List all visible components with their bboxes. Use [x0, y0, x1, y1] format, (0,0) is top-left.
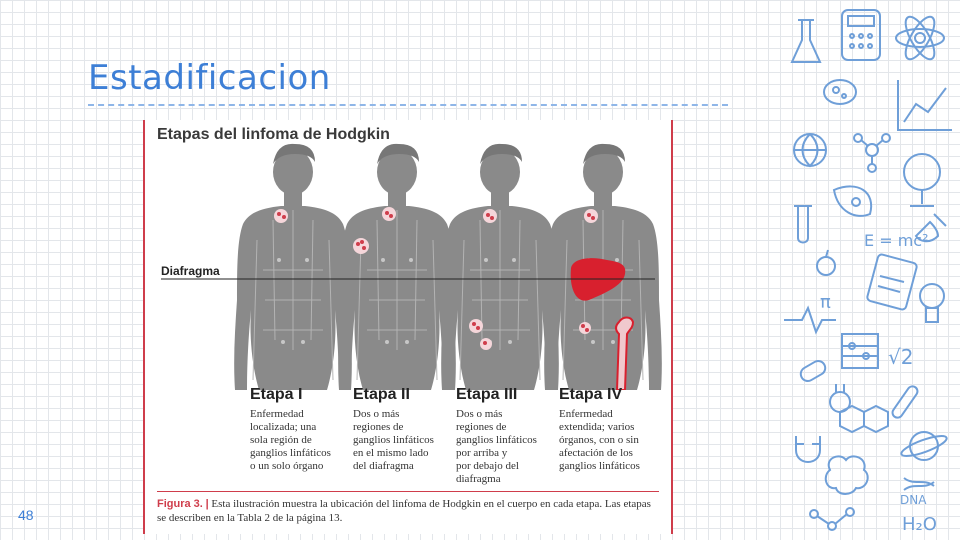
globe-icon: [793, 133, 827, 168]
planet-icon: [900, 431, 948, 461]
stage-2-title: Etapa II: [353, 386, 410, 403]
microbe-icon: [823, 79, 857, 105]
stage-4-description: Enfermedad extendida; varios órganos, co…: [559, 408, 640, 472]
plug-icon: [914, 213, 947, 243]
slide-title: Estadificacion: [88, 58, 331, 98]
lymph-node-marker: [382, 207, 396, 221]
lymph-node-marker: [469, 319, 483, 333]
lymph-node-marker: [584, 209, 598, 223]
body-stage-2: [337, 143, 457, 390]
magnet-icon: [795, 436, 821, 463]
stage-2-description: Dos o más regiones de ganglios linfático…: [353, 408, 434, 472]
formula-sqrt2: √2: [888, 345, 913, 369]
molecule-icon: [853, 133, 891, 173]
dna-icon: [903, 477, 935, 491]
abacus-icon: [841, 333, 879, 369]
caption-separator: |: [205, 498, 209, 510]
figure-right-border: [671, 120, 673, 534]
network-icon: [809, 507, 855, 531]
body-stage-4: [543, 143, 663, 390]
body-stage-1: [233, 143, 353, 390]
lymph-node-marker: [274, 209, 288, 223]
hexagon-molecule-icon: [839, 404, 889, 434]
brain-icon: [824, 455, 869, 495]
page-number: 48: [18, 507, 34, 523]
formula-dna: DNA: [900, 493, 927, 507]
chart-icon: [897, 80, 952, 131]
figure-left-border: [143, 120, 145, 534]
title-underline: [88, 104, 728, 106]
figure-caption: Figura 3. | Esta ilustración muestra la …: [157, 497, 657, 525]
caption-divider: [157, 491, 659, 492]
body-illustrations: [161, 143, 663, 390]
lymph-node-marker: [483, 209, 497, 223]
document-icon: [866, 253, 918, 311]
pill-icon: [799, 360, 827, 382]
lymph-node-marker: [353, 238, 369, 254]
figure-heading: Etapas del linfoma de Hodgkin: [157, 126, 390, 143]
stage-4-title: Etapa IV: [559, 386, 623, 403]
stage-1-title: Etapa I: [250, 386, 303, 403]
calculator-icon: [841, 9, 881, 61]
flask-icon: [790, 19, 822, 63]
science-doodles: E = mc² π √2 DNA H₂O: [784, 9, 952, 535]
rocket-icon: [832, 185, 873, 217]
thermometer-icon: [891, 385, 919, 419]
femur-bone: [615, 316, 635, 390]
lymph-node-marker: [579, 322, 591, 334]
lightbulb-icon: [919, 283, 945, 323]
formula-emc2: E = mc²: [864, 231, 928, 250]
apple-icon: [816, 249, 836, 276]
body-stage-3: [440, 143, 560, 390]
stage-1-description: Enfermedad localizada; una sola región d…: [250, 408, 331, 472]
stage-3-title: Etapa III: [456, 386, 518, 403]
atom-icon: [895, 15, 945, 61]
caption-text: Esta ilustración muestra la ubicación de…: [157, 498, 651, 524]
formula-pi: π: [820, 292, 831, 313]
stage-3-description: Dos o más regiones de ganglios linfático…: [456, 408, 537, 485]
heartbeat-icon: [784, 305, 836, 335]
globe-stand-icon: [903, 153, 941, 207]
formula-h2o: H₂O: [902, 514, 937, 535]
caption-label: Figura 3.: [157, 498, 203, 510]
staging-figure: Etapas del linfoma de Hodgkin: [143, 120, 673, 534]
diaphragm-label: Diafragma: [161, 264, 220, 278]
test-tube-icon: [794, 205, 812, 244]
